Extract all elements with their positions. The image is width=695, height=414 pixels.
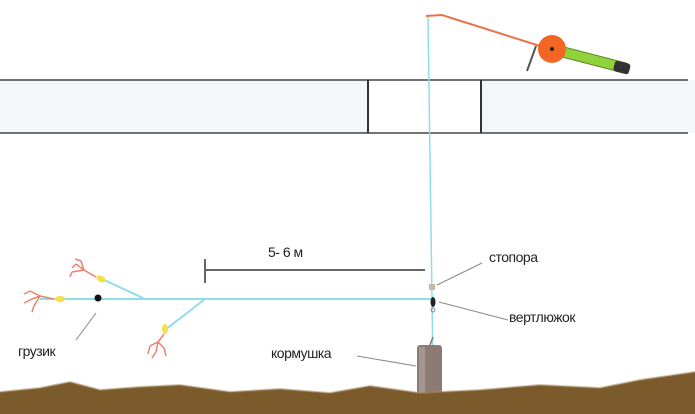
beads bbox=[55, 275, 168, 334]
ground bbox=[0, 371, 695, 414]
distance-label: 5- 6 м bbox=[268, 244, 303, 260]
bait-lower bbox=[147, 333, 167, 359]
bait-bloodworms bbox=[23, 258, 167, 359]
bait-left bbox=[23, 290, 55, 313]
branch-upper bbox=[99, 277, 146, 300]
branch-lower bbox=[164, 298, 206, 331]
rod-leg bbox=[526, 45, 537, 72]
bead bbox=[162, 324, 168, 334]
bead bbox=[96, 275, 106, 283]
fishing-line bbox=[40, 16, 434, 371]
bait-upper bbox=[69, 258, 97, 278]
distance-marker: 5- 6 м bbox=[204, 244, 425, 283]
swivel-stopper bbox=[429, 284, 436, 313]
fishing-rod bbox=[425, 13, 631, 75]
callouts bbox=[75, 262, 509, 367]
swivel-label: вертлюжок bbox=[509, 309, 576, 325]
bead bbox=[55, 296, 65, 302]
feeder-label: кормушка bbox=[271, 345, 332, 361]
stopper-label: стопора bbox=[489, 249, 538, 265]
ice-layer bbox=[0, 79, 695, 134]
feeder bbox=[417, 336, 442, 395]
sinker-label: грузик bbox=[18, 343, 56, 359]
sinker-dot bbox=[94, 294, 102, 302]
